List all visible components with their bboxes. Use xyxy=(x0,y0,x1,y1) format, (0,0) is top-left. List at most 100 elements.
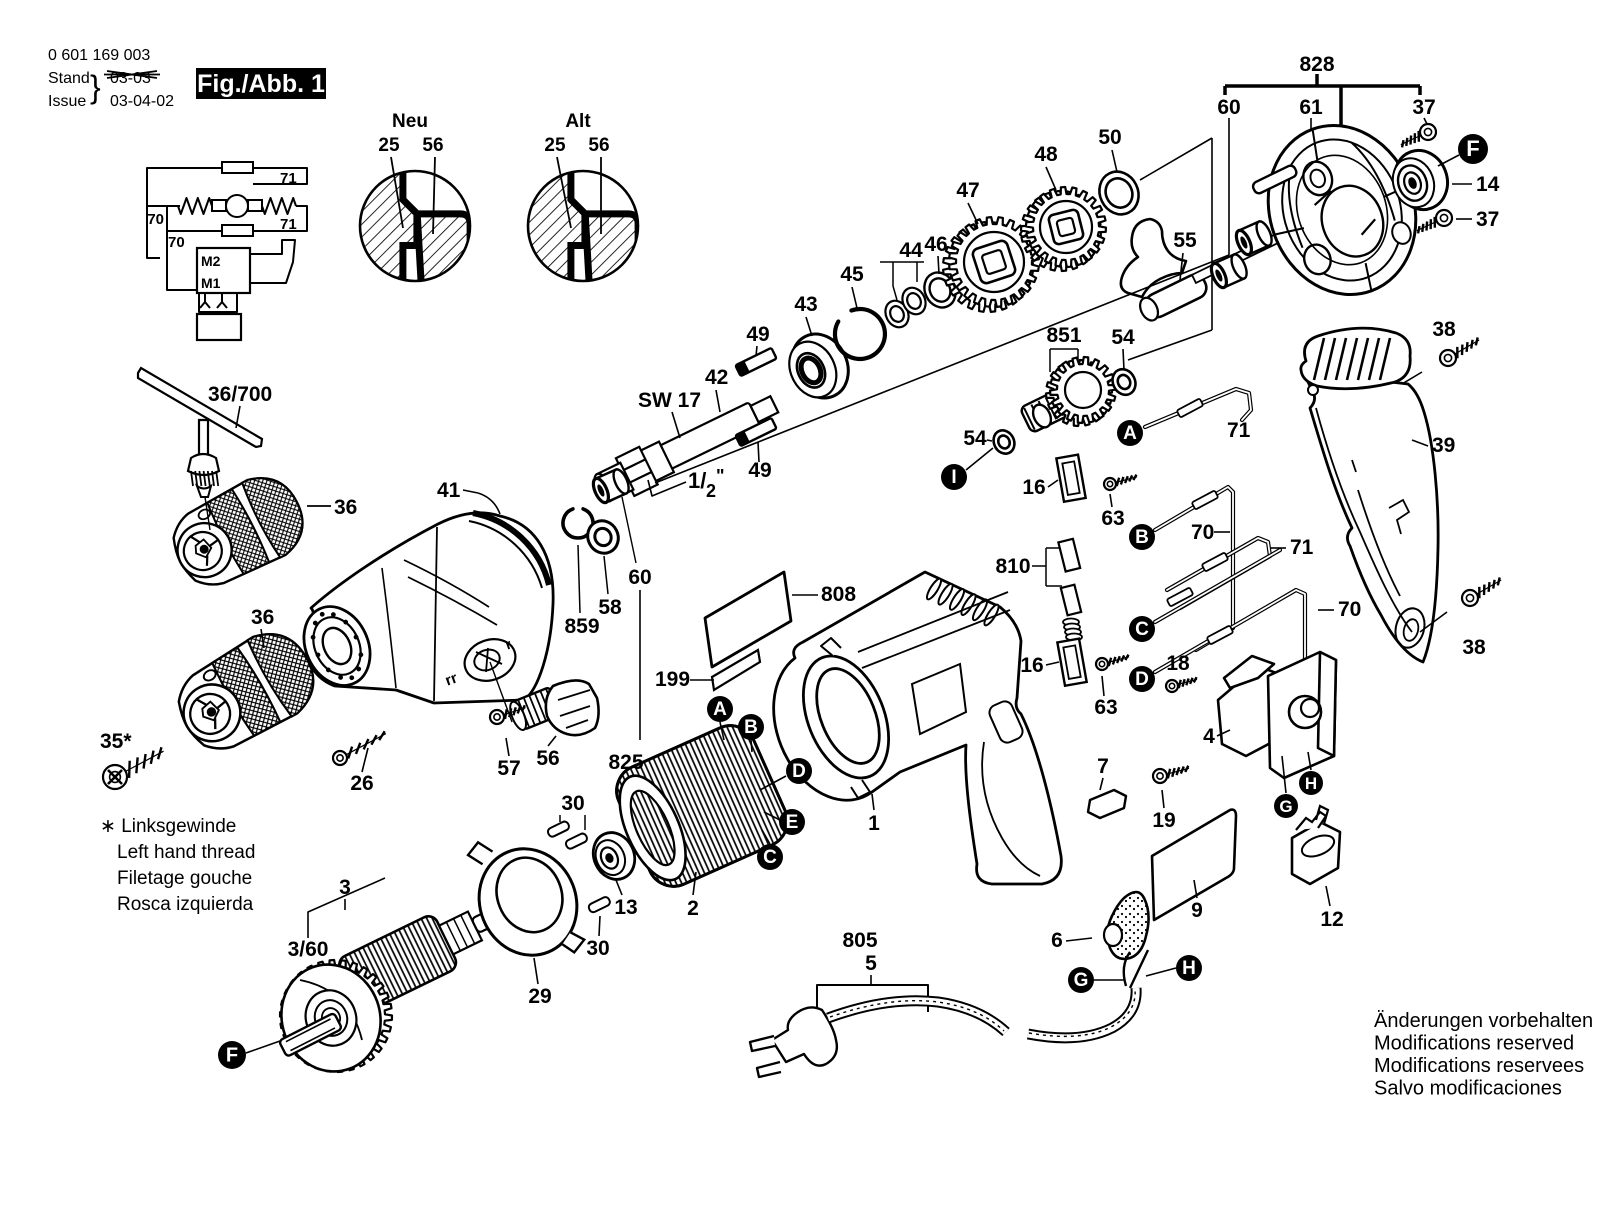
svg-text:71: 71 xyxy=(280,216,297,233)
svg-text:70: 70 xyxy=(147,211,164,228)
svg-text:70: 70 xyxy=(168,234,185,251)
svg-text:A: A xyxy=(1123,423,1137,444)
svg-text:Neu: Neu xyxy=(392,111,428,132)
svg-text:41: 41 xyxy=(437,479,461,502)
svg-text:}: } xyxy=(90,69,101,105)
svg-text:56: 56 xyxy=(588,135,609,156)
svg-text:61: 61 xyxy=(1299,96,1323,119)
svg-text:828: 828 xyxy=(1299,53,1334,76)
svg-text:45: 45 xyxy=(840,263,864,286)
svg-text:": " xyxy=(716,466,725,486)
svg-text:48: 48 xyxy=(1034,143,1058,166)
svg-text:∗ Linksgewinde: ∗ Linksgewinde xyxy=(100,816,236,837)
svg-text:38: 38 xyxy=(1462,636,1486,659)
svg-text:2: 2 xyxy=(687,897,699,920)
svg-text:B: B xyxy=(744,717,758,738)
svg-text:39: 39 xyxy=(1432,434,1455,457)
svg-text:808: 808 xyxy=(821,583,856,606)
svg-text:46: 46 xyxy=(924,233,947,256)
svg-text:14: 14 xyxy=(1476,173,1500,196)
svg-text:E: E xyxy=(786,812,799,833)
svg-text:49: 49 xyxy=(748,459,771,482)
svg-text:49: 49 xyxy=(746,323,769,346)
svg-text:B: B xyxy=(1135,527,1149,548)
svg-text:56: 56 xyxy=(422,135,443,156)
svg-text:71: 71 xyxy=(1227,419,1251,442)
svg-text:D: D xyxy=(792,761,806,782)
svg-text:2: 2 xyxy=(706,481,716,501)
svg-text:Modifications reservees: Modifications reservees xyxy=(1374,1055,1584,1077)
svg-text:825: 825 xyxy=(608,751,643,774)
svg-text:71: 71 xyxy=(1290,536,1314,559)
svg-text:C: C xyxy=(1135,619,1149,640)
svg-text:30: 30 xyxy=(561,792,584,815)
svg-text:43: 43 xyxy=(794,293,817,316)
svg-text:36: 36 xyxy=(334,496,357,519)
svg-text:1/: 1/ xyxy=(688,468,706,493)
svg-text:H: H xyxy=(1182,958,1196,979)
svg-text:54: 54 xyxy=(1111,326,1135,349)
svg-text:C: C xyxy=(763,847,777,868)
svg-text:13: 13 xyxy=(614,896,637,919)
svg-text:M2: M2 xyxy=(201,253,221,269)
svg-text:71: 71 xyxy=(280,170,297,187)
svg-text:3/60: 3/60 xyxy=(288,938,329,961)
svg-text:42: 42 xyxy=(705,366,728,389)
svg-text:9: 9 xyxy=(1191,899,1203,922)
svg-text:I: I xyxy=(951,467,956,488)
svg-text:63: 63 xyxy=(1101,507,1124,530)
svg-text:03-04-02: 03-04-02 xyxy=(110,93,174,110)
svg-text:Modifications reserved: Modifications reserved xyxy=(1374,1033,1574,1055)
svg-text:F: F xyxy=(1466,136,1479,161)
svg-text:50: 50 xyxy=(1098,126,1121,149)
svg-text:G: G xyxy=(1279,797,1292,816)
svg-text:Änderungen vorbehalten: Änderungen vorbehalten xyxy=(1374,1010,1593,1032)
svg-text:58: 58 xyxy=(598,596,622,619)
svg-text:Left hand thread: Left hand thread xyxy=(117,842,255,863)
svg-text:805: 805 xyxy=(842,929,877,952)
svg-text:6: 6 xyxy=(1051,929,1063,952)
svg-text:70: 70 xyxy=(1338,598,1361,621)
svg-text:0 601 169 003: 0 601 169 003 xyxy=(48,47,150,64)
svg-text:Salvo modificaciones: Salvo modificaciones xyxy=(1374,1078,1562,1100)
svg-text:Rosca izquierda: Rosca izquierda xyxy=(117,894,254,915)
svg-text:35*: 35* xyxy=(100,730,132,753)
svg-text:26: 26 xyxy=(350,772,373,795)
svg-text:16: 16 xyxy=(1020,654,1043,677)
svg-text:Issue: Issue xyxy=(48,93,86,110)
svg-text:G: G xyxy=(1074,970,1089,991)
svg-text:851: 851 xyxy=(1046,324,1081,347)
svg-text:19: 19 xyxy=(1152,809,1175,832)
svg-text:70: 70 xyxy=(1191,521,1214,544)
svg-text:55: 55 xyxy=(1173,229,1197,252)
svg-text:63: 63 xyxy=(1094,696,1117,719)
svg-text:47: 47 xyxy=(956,179,979,202)
svg-text:18: 18 xyxy=(1166,652,1190,675)
svg-text:36: 36 xyxy=(251,606,274,629)
svg-text:25: 25 xyxy=(544,135,566,156)
svg-text:D: D xyxy=(1135,669,1149,690)
svg-text:M1: M1 xyxy=(201,275,221,291)
svg-text:1: 1 xyxy=(868,812,880,835)
svg-text:SW 17: SW 17 xyxy=(638,389,701,412)
svg-text:37: 37 xyxy=(1412,96,1435,119)
svg-text:7: 7 xyxy=(1097,755,1109,778)
svg-text:38: 38 xyxy=(1432,318,1456,341)
svg-text:F: F xyxy=(226,1045,238,1067)
svg-text:36/700: 36/700 xyxy=(208,383,272,406)
svg-text:Stand: Stand xyxy=(48,70,90,87)
svg-text:60: 60 xyxy=(1217,96,1240,119)
svg-text:60: 60 xyxy=(628,566,651,589)
svg-text:12: 12 xyxy=(1320,908,1343,931)
svg-text:56: 56 xyxy=(536,747,559,770)
svg-text:810: 810 xyxy=(995,555,1030,578)
svg-text:H: H xyxy=(1305,774,1317,793)
svg-text:30: 30 xyxy=(586,937,609,960)
svg-text:25: 25 xyxy=(378,135,400,156)
svg-text:Fig./Abb. 1: Fig./Abb. 1 xyxy=(197,70,325,98)
svg-text:37: 37 xyxy=(1476,208,1499,231)
svg-text:4: 4 xyxy=(1203,725,1215,748)
svg-text:859: 859 xyxy=(564,615,599,638)
svg-text:44: 44 xyxy=(899,239,923,262)
svg-text:16: 16 xyxy=(1022,476,1045,499)
